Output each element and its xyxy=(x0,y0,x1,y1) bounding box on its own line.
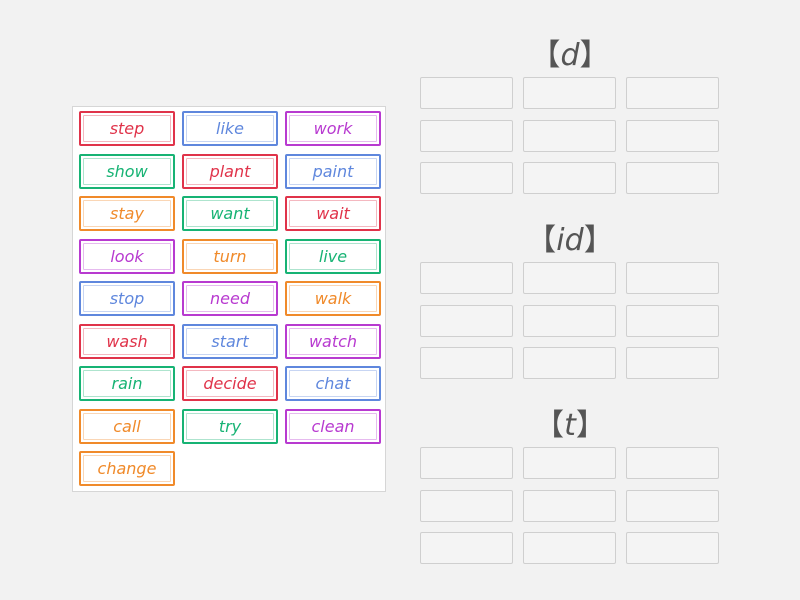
word-tile-step[interactable]: step xyxy=(79,111,175,146)
word-tile-wash[interactable]: wash xyxy=(79,323,175,359)
word-tile-live[interactable]: live xyxy=(285,238,381,274)
drop-slot-d[interactable] xyxy=(420,119,513,152)
group-heading-id: 【id】 xyxy=(420,215,720,259)
bracket-close: 】 xyxy=(575,408,606,443)
drop-slot-t[interactable] xyxy=(420,532,513,564)
word-tile-turn[interactable]: turn xyxy=(182,238,278,274)
word-tile-wait[interactable]: wait xyxy=(285,196,381,231)
word-tile-call[interactable]: call xyxy=(79,408,175,444)
bracket-close: 】 xyxy=(579,38,610,73)
drop-slot-id[interactable] xyxy=(626,347,719,379)
drop-slot-d[interactable] xyxy=(420,162,513,194)
group-symbol: d xyxy=(560,38,580,73)
word-tile-want[interactable]: want xyxy=(182,196,278,231)
word-tile-change[interactable]: change xyxy=(79,451,175,486)
drop-slot-t[interactable] xyxy=(523,489,616,522)
word-tile-plant[interactable]: plant xyxy=(182,153,278,189)
drop-slot-t[interactable] xyxy=(523,447,616,479)
drop-slot-id[interactable] xyxy=(626,262,719,294)
word-tile-stop[interactable]: stop xyxy=(79,281,175,316)
drop-slot-id[interactable] xyxy=(523,347,616,379)
word-tile-stay[interactable]: stay xyxy=(79,196,175,231)
bracket-open: 【 xyxy=(530,38,561,73)
drop-slot-d[interactable] xyxy=(523,77,616,109)
word-tile-try[interactable]: try xyxy=(182,408,278,444)
drop-slot-t[interactable] xyxy=(420,489,513,522)
bracket-open: 【 xyxy=(526,223,557,258)
drop-slot-t[interactable] xyxy=(626,447,719,479)
word-tile-need[interactable]: need xyxy=(182,281,278,316)
drop-slot-id[interactable] xyxy=(420,304,513,337)
word-tile-clean[interactable]: clean xyxy=(285,408,381,444)
group-heading-d: 【d】 xyxy=(420,30,720,74)
drop-slot-id[interactable] xyxy=(626,304,719,337)
drop-slot-t[interactable] xyxy=(626,489,719,522)
word-tile-start[interactable]: start xyxy=(182,323,278,359)
word-tile-walk[interactable]: walk xyxy=(285,281,381,316)
word-tile-rain[interactable]: rain xyxy=(79,366,175,401)
word-tile-decide[interactable]: decide xyxy=(182,366,278,401)
word-tile-like[interactable]: like xyxy=(182,111,278,146)
word-tile-show[interactable]: show xyxy=(79,153,175,189)
drop-slot-d[interactable] xyxy=(626,119,719,152)
drop-slot-id[interactable] xyxy=(523,262,616,294)
word-tile-look[interactable]: look xyxy=(79,238,175,274)
bracket-open: 【 xyxy=(534,408,565,443)
word-tile-chat[interactable]: chat xyxy=(285,366,381,401)
drop-slot-t[interactable] xyxy=(626,532,719,564)
word-tile-watch[interactable]: watch xyxy=(285,323,381,359)
drop-slot-d[interactable] xyxy=(626,77,719,109)
drop-slot-d[interactable] xyxy=(420,77,513,109)
drop-slot-id[interactable] xyxy=(420,347,513,379)
drop-slot-id[interactable] xyxy=(420,262,513,294)
word-tile-paint[interactable]: paint xyxy=(285,153,381,189)
drop-slot-d[interactable] xyxy=(523,162,616,194)
drop-slot-d[interactable] xyxy=(626,162,719,194)
group-symbol: t xyxy=(564,408,576,443)
drop-slot-t[interactable] xyxy=(523,532,616,564)
group-symbol: id xyxy=(556,223,584,258)
drop-slot-t[interactable] xyxy=(420,447,513,479)
drop-slot-id[interactable] xyxy=(523,304,616,337)
group-heading-t: 【t】 xyxy=(420,400,720,444)
bracket-close: 】 xyxy=(583,223,614,258)
word-tile-work[interactable]: work xyxy=(285,111,381,146)
drop-slot-d[interactable] xyxy=(523,119,616,152)
